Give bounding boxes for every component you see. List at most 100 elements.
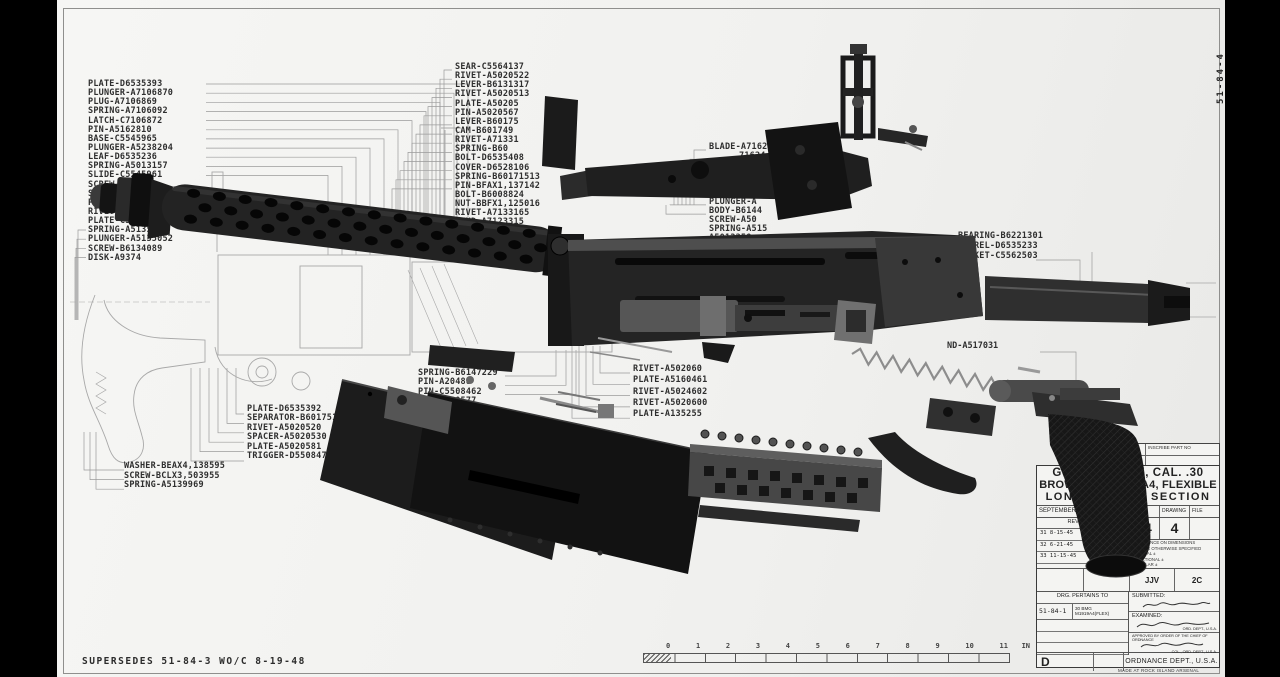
personnel-row: JJV 2C [1037,569,1219,592]
part-label: SEAR-C5564137 [455,62,525,72]
scale-tick-label: 9 [935,642,940,650]
signature-column: SUBMITTED: EXAMINED: ORD. DEPT., U.S.A. … [1129,592,1219,655]
part-label: PLATE-A135255 [633,409,703,420]
part-label: RIVET-A5020522 [455,71,530,82]
part-label: LEVER-B60175 [455,116,519,127]
part-label: DISK-A9374 [88,252,142,263]
pertains-header: DRG. PERTAINS TO [1037,592,1128,604]
part-label: WASHER-BEAX4,138595 [124,461,226,471]
sheet-number-vertical: 51-84-4 [1216,52,1226,104]
approved-signature [1140,642,1204,648]
scale-tick-label: 6 [845,642,850,650]
drawing-title-line2: BROWNING M1919A4, FLEXIBLE [1039,479,1217,491]
revision-row: 32 6-21-45 [1037,541,1128,553]
draughtsman-initials: JJV [1129,569,1174,591]
part-label: RIVET-A502060 [633,364,703,374]
part-label: PIN-A5020567 [455,107,519,118]
part-label: COVER-D6528106 [455,162,530,173]
scale-tick-label: 8 [905,642,910,650]
part-label: LEAF-D6535236 [88,152,158,163]
part-label: 415 [418,414,434,425]
supersedes-note: SUPERSEDES 51-84-3 WO/C 8-19-48 [82,656,306,667]
drawing-title-line1: GUN, MACHINE, CAL. .30 [1052,467,1204,479]
scale-tick-label: 2 [725,642,731,650]
pertains-table: DRG. PERTAINS TO 51-84-1 30 BMG M1919A4(… [1037,592,1129,656]
part-label: SPRING-B6147229 [418,368,498,378]
part-label: STUD-A7123315 [455,217,525,228]
part-label: TRIGGER-D5508476 [247,450,333,461]
tolerance-line: ANGULAR ± [1133,562,1158,567]
part-label: PLATE-A5160461 [633,375,708,386]
revision-row: 33 11-15-45 [1037,552,1128,564]
part-label: SLIDE-C5545961 [88,170,163,181]
part-label: A5013258 [709,233,752,244]
part-label: BARREL-D6535233 [958,241,1038,251]
scale-tick-label: 7 [875,642,880,650]
scale-tick-label: 1 [695,642,701,650]
part-label: SPRING-A5013157 [88,161,168,172]
part-label: RIVET-A71331 [455,135,519,146]
part-label: BASE-C5545965 [88,133,158,144]
scale-tick-label: 4 [785,642,790,650]
part-label: CAM-B601749 [455,125,514,136]
part-label: RIVET-A5020520 [247,422,322,433]
part-label: BLADE-A7162 [709,142,768,152]
part-label: PLATE-A50205 [455,98,519,109]
part-label: PLUNGER-A5238204 [88,142,174,153]
part-label: SPRING-B60 [455,144,509,155]
part-label: JACKET-C5562503 [958,251,1038,261]
drawing-title-line3: LONGITUDINAL SECTION [1045,491,1211,503]
revision-row: 31 8-15-45 [1037,529,1128,541]
part-label: SEPARATOR-B6017511 [247,413,343,424]
part-label: SPRING-A5139969 [124,480,204,491]
drawing-number-main: 84 [1136,520,1152,536]
part-label: PLUNGER-A5135052 [88,234,174,245]
submitted-cell: SUBMITTED: [1129,592,1219,612]
tolerance-line: TOLERANCE ON DIMENSIONS [1133,540,1196,545]
scale-tick-label: 10 [965,642,974,650]
title-block-header-row: SEPTEMBER 3 DRAWING FILE [1037,506,1219,518]
part-label: SPRING-A5135053 [88,225,168,236]
part-label: LEVER-B6131317 [455,80,530,91]
file-header: FILE [1189,506,1219,517]
inscribe-label: INSCRIBE PART NO [1146,444,1219,456]
sheet-border [63,8,1220,674]
part-label: ND-A517031 [947,341,999,351]
department-name: ORDNANCE DEPT., U.S.A. [1123,653,1219,671]
title-block-bottom-row: D ORDNANCE DEPT., U.S.A. [1037,653,1219,671]
part-label: SPRING-A7106092 [88,106,168,117]
approved-cell: APPROVED BY ORDER OF THE CHIEF OF ORDNAN… [1132,634,1217,654]
part-label: SCREW-A50 [709,215,757,226]
part-label: PLATE-D6535393 [88,79,163,89]
scale-tick-label: 11 [999,642,1008,650]
examined-cell: EXAMINED: ORD. DEPT., U.S.A. [1129,612,1219,633]
scale-hatch [644,654,671,662]
drawing-date: SEPTEMBER 3 [1039,508,1082,514]
part-label: PIN-A5162810 [88,124,152,135]
tolerance-line: UNLESS OTHERWISE SPECIFIED [1133,545,1202,551]
part-label: SCREW-B6134089 [88,243,163,254]
scale-tick-label: 3 [755,642,761,650]
drawing-number-sheet: 4 [1159,518,1189,539]
part-label: SPRING-B60171513 [455,171,541,182]
revisions-label: REVISIONS [1037,518,1128,529]
part-label: RIVET-A5020513 [455,89,530,100]
part-label: SPACER-A5020530 [247,432,327,443]
drawing-number-cells: 84 4 [1129,518,1219,540]
part-label: PLATE-A5020581 [247,441,322,452]
scale-unit: IN [1021,642,1030,650]
part-label: PLUG-A7106869 [88,97,158,108]
